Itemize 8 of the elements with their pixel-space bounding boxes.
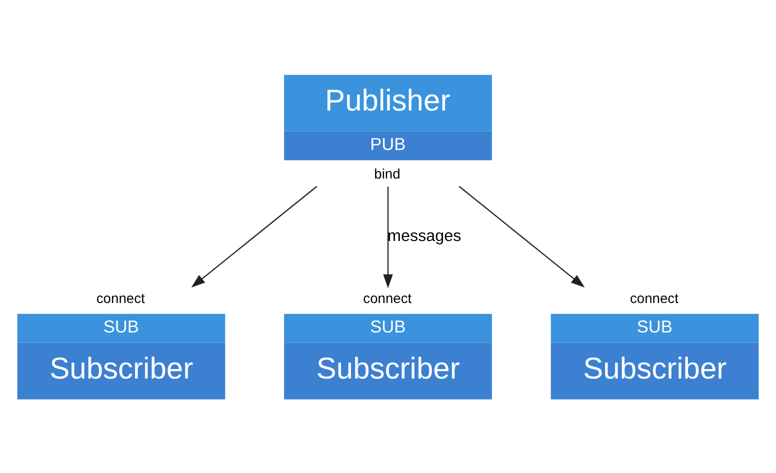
node-label: connect — [363, 290, 412, 306]
arrow — [383, 186, 393, 288]
arrow — [191, 186, 318, 288]
edge-label: messages — [388, 226, 462, 245]
node-label: connect — [630, 290, 678, 306]
node-label: connect — [96, 290, 145, 306]
arrow — [458, 186, 585, 288]
node-label: bind — [374, 165, 400, 182]
